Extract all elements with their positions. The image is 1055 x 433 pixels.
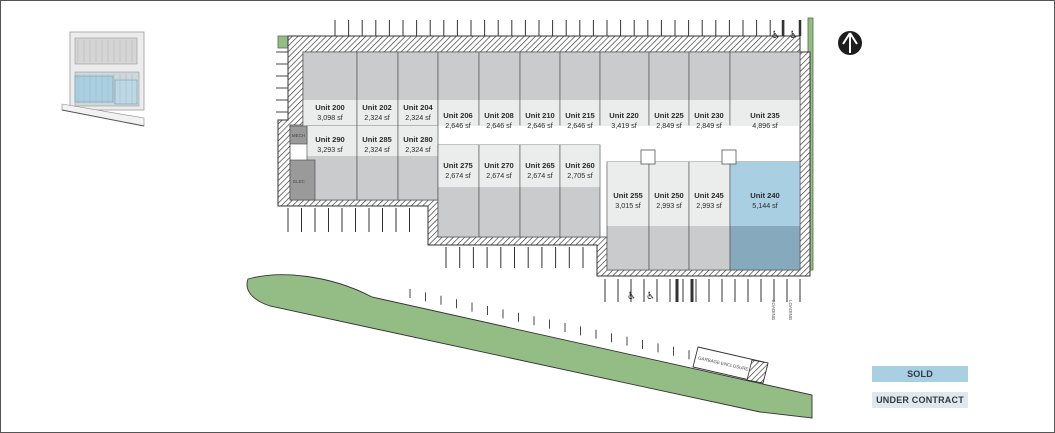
unit-label: Unit 204 (403, 103, 433, 112)
unit-265[interactable] (519, 144, 561, 238)
unit-label: Unit 290 (315, 135, 345, 144)
garbage-enclosure: GARBAGE ENCLOSURE (692, 346, 769, 384)
unit-area: 2,324 sf (364, 145, 390, 154)
unit-area: 2,674 sf (527, 171, 553, 180)
unit-206[interactable] (437, 51, 480, 126)
unit-area: 2,993 sf (696, 201, 722, 210)
unit-260[interactable] (559, 144, 601, 238)
unit-210[interactable] (519, 51, 561, 126)
unit-area: 2,646 sf (486, 121, 512, 130)
unit-area: 2,993 sf (656, 201, 682, 210)
unit-225[interactable] (648, 51, 690, 126)
unit-area: 3,098 sf (317, 113, 343, 122)
legend-under-contract: UNDER CONTRACT (872, 392, 968, 408)
unit-270[interactable] (478, 144, 521, 238)
unit-area: 2,849 sf (656, 121, 682, 130)
unit-area: 2,324 sf (364, 113, 390, 122)
unit-label: Unit 255 (613, 191, 643, 200)
unit-label: Unit 220 (609, 111, 639, 120)
unit-250[interactable] (648, 161, 690, 271)
unit-label: Unit 208 (484, 111, 514, 120)
unit-label: Unit 225 (654, 111, 684, 120)
unit-230[interactable] (688, 51, 731, 126)
unit-label: Unit 200 (315, 103, 345, 112)
unit-label: Unit 280 (403, 135, 433, 144)
unit-area: 2,324 sf (405, 145, 431, 154)
svg-text:LOADING: LOADING (788, 300, 793, 321)
loading-labels: LOADING LOADING (771, 300, 793, 321)
unit-area: 2,646 sf (527, 121, 553, 130)
unit-290[interactable] (306, 125, 358, 201)
unit-label: Unit 250 (654, 191, 684, 200)
landscape-berm (246, 274, 813, 419)
svg-text:♿: ♿ (771, 30, 780, 41)
unit-275[interactable] (437, 144, 480, 238)
svg-text:♿: ♿ (627, 291, 636, 302)
unit-label: Unit 245 (694, 191, 724, 200)
unit-220[interactable] (599, 51, 650, 126)
unit-label: Unit 240 (750, 191, 780, 200)
unit-area: 2,324 sf (405, 113, 431, 122)
unit-area: 2,849 sf (696, 121, 722, 130)
unit-area: 2,674 sf (445, 171, 471, 180)
unit-area: 3,419 sf (611, 121, 637, 130)
svg-text:LOADING: LOADING (771, 300, 776, 321)
unit-area: 3,293 sf (317, 145, 343, 154)
unit-label: Unit 285 (362, 135, 392, 144)
unit-area: 3,015 sf (615, 201, 641, 210)
unit-label: Unit 206 (443, 111, 473, 120)
unit-area: 5,144 sf (752, 201, 778, 210)
unit-202[interactable] (356, 51, 399, 126)
unit-label: Unit 230 (694, 111, 724, 120)
accessible-parking-icon: ♿ ♿ ♿ ♿ (627, 30, 798, 302)
unit-label: Unit 202 (362, 103, 392, 112)
mech-room: MECH (289, 125, 308, 145)
unit-label: Unit 215 (565, 111, 595, 120)
svg-text:MECH: MECH (292, 133, 305, 138)
unit-255[interactable] (606, 161, 650, 271)
unit-label: Unit 275 (443, 161, 473, 170)
structural-columns (640, 149, 737, 165)
unit-area: 4,896 sf (752, 121, 778, 130)
unit-area: 2,646 sf (445, 121, 471, 130)
unit-240[interactable] (729, 161, 801, 271)
elec-room: ELEC (289, 159, 316, 201)
unit-label: Unit 270 (484, 161, 514, 170)
unit-200[interactable] (302, 51, 358, 126)
unit-area: 2,674 sf (486, 171, 512, 180)
svg-text:♿: ♿ (646, 291, 655, 302)
unit-area: 2,705 sf (567, 171, 593, 180)
svg-text:ELEC: ELEC (293, 179, 306, 184)
unit-area: 2,646 sf (567, 121, 593, 130)
north-arrow-icon (838, 31, 862, 55)
unit-215[interactable] (559, 51, 601, 126)
unit-208[interactable] (478, 51, 521, 126)
svg-text:♿: ♿ (789, 30, 798, 41)
legend-sold: SOLD (872, 366, 968, 382)
unit-label: Unit 265 (525, 161, 555, 170)
unit-label: Unit 235 (750, 111, 780, 120)
unit-235[interactable] (729, 51, 801, 126)
unit-280[interactable] (397, 125, 439, 201)
site-key-plan (61, 31, 145, 127)
unit-245[interactable] (688, 161, 731, 271)
unit-label: Unit 260 (565, 161, 595, 170)
unit-label: Unit 210 (525, 111, 555, 120)
